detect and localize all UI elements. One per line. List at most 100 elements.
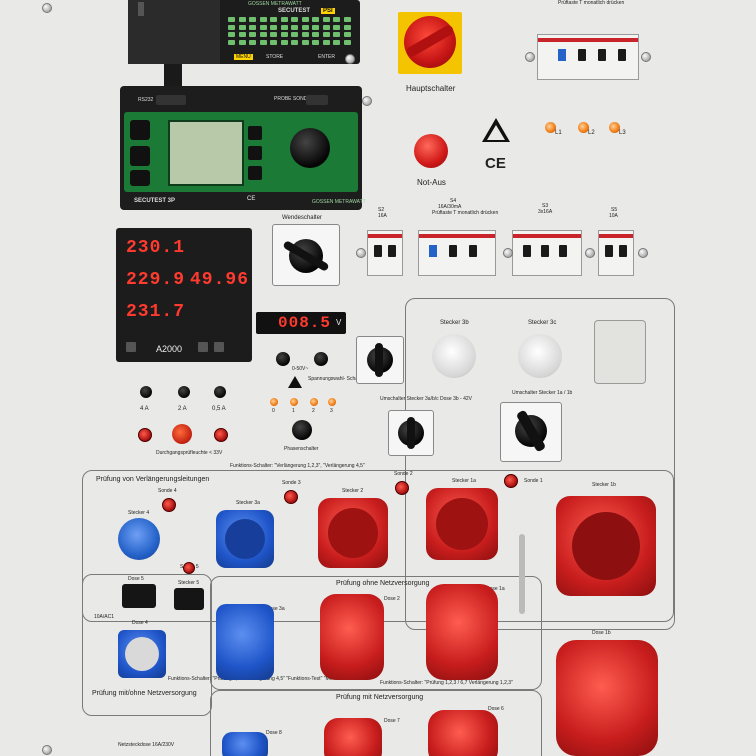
keypad-key[interactable] bbox=[333, 24, 340, 30]
keypad-key[interactable] bbox=[322, 39, 330, 45]
sonde1-jack[interactable] bbox=[504, 474, 518, 488]
keypad-key[interactable] bbox=[249, 17, 256, 22]
plug-selector-1[interactable] bbox=[500, 402, 562, 462]
keypad-key[interactable] bbox=[343, 32, 351, 37]
keypad-key[interactable] bbox=[343, 39, 351, 45]
keypad-key[interactable] bbox=[280, 32, 288, 37]
keypad-key[interactable] bbox=[291, 32, 298, 37]
keypad-key[interactable] bbox=[259, 17, 267, 22]
keypad-key[interactable] bbox=[312, 17, 319, 22]
stecker3a-plug[interactable] bbox=[216, 510, 274, 568]
keypad-key[interactable] bbox=[228, 17, 235, 22]
dose2-socket[interactable] bbox=[320, 594, 384, 680]
meter-button[interactable] bbox=[198, 342, 208, 352]
stecker3c-plug[interactable] bbox=[518, 334, 562, 378]
rs232-port[interactable] bbox=[156, 95, 186, 105]
meter-button[interactable] bbox=[126, 342, 136, 352]
keypad-key[interactable] bbox=[312, 24, 319, 30]
stecker5-plug[interactable] bbox=[174, 588, 204, 610]
stecker1a-plug[interactable] bbox=[426, 488, 498, 560]
dose3a-socket[interactable] bbox=[216, 604, 274, 680]
probe-port[interactable] bbox=[306, 95, 328, 105]
function-selector-knob[interactable] bbox=[290, 128, 330, 168]
keypad-key[interactable] bbox=[333, 32, 340, 37]
keypad-key[interactable] bbox=[343, 24, 351, 30]
stecker4-plug[interactable] bbox=[118, 518, 160, 560]
arrow-down-button[interactable] bbox=[248, 146, 262, 160]
stecker1b-plug[interactable] bbox=[556, 496, 656, 596]
output-jack[interactable] bbox=[276, 352, 290, 366]
keypad-key[interactable] bbox=[312, 32, 319, 37]
keypad-key[interactable] bbox=[333, 39, 340, 45]
enter-button[interactable]: ENTER bbox=[318, 54, 335, 60]
function-key[interactable] bbox=[130, 146, 150, 166]
stecker2-plug[interactable] bbox=[318, 498, 388, 568]
store-button[interactable]: STORE bbox=[266, 54, 284, 60]
breaker-s5[interactable] bbox=[598, 230, 634, 276]
keypad-key[interactable] bbox=[333, 17, 340, 22]
rcd-s4[interactable] bbox=[418, 230, 496, 276]
keypad-key[interactable] bbox=[291, 39, 298, 45]
keypad-key[interactable] bbox=[280, 17, 288, 22]
keypad-key[interactable] bbox=[270, 24, 277, 30]
test-jack[interactable] bbox=[214, 428, 228, 442]
fuse-holder-05a[interactable] bbox=[214, 386, 226, 398]
sonde4-jack[interactable] bbox=[162, 498, 176, 512]
keypad-key[interactable] bbox=[259, 24, 267, 30]
keypad-key[interactable] bbox=[228, 24, 235, 30]
plug-selector-3[interactable] bbox=[388, 410, 434, 456]
menu-button[interactable]: MENU bbox=[234, 54, 253, 60]
output-jack[interactable] bbox=[314, 352, 328, 366]
keypad-key[interactable] bbox=[322, 32, 330, 37]
fuse-holder-2a[interactable] bbox=[178, 386, 190, 398]
keypad-key[interactable] bbox=[238, 32, 246, 37]
reversing-switch[interactable] bbox=[272, 224, 340, 286]
keypad-key[interactable] bbox=[301, 39, 309, 45]
meter-button[interactable] bbox=[214, 342, 224, 352]
rcbo-top[interactable] bbox=[537, 34, 639, 80]
keypad-key[interactable] bbox=[301, 24, 309, 30]
function-key[interactable] bbox=[130, 170, 150, 186]
test-jack[interactable] bbox=[138, 428, 152, 442]
keypad-key[interactable] bbox=[301, 17, 309, 22]
fuse-holder-4a[interactable] bbox=[140, 386, 152, 398]
keypad-key[interactable] bbox=[228, 39, 235, 45]
sonde5-jack[interactable] bbox=[183, 562, 195, 574]
keypad-key[interactable] bbox=[238, 17, 246, 22]
keypad-key[interactable] bbox=[291, 24, 298, 30]
keypad-key[interactable] bbox=[249, 32, 256, 37]
dose7-socket[interactable] bbox=[324, 718, 382, 756]
keypad-key[interactable] bbox=[312, 39, 319, 45]
emergency-stop-button[interactable] bbox=[414, 134, 448, 168]
keypad-key[interactable] bbox=[301, 32, 309, 37]
dose1b-socket[interactable] bbox=[556, 640, 658, 756]
dose1a-socket[interactable] bbox=[426, 584, 498, 680]
voltage-selector-switch[interactable] bbox=[356, 336, 404, 384]
sonde3-jack[interactable] bbox=[284, 490, 298, 504]
dose4-socket[interactable] bbox=[118, 630, 166, 678]
dose6-socket[interactable] bbox=[428, 710, 498, 756]
keypad-key[interactable] bbox=[291, 17, 298, 22]
keypad-key[interactable] bbox=[270, 32, 277, 37]
keypad-key[interactable] bbox=[249, 39, 256, 45]
keypad-key[interactable] bbox=[259, 39, 267, 45]
stecker3b-plug[interactable] bbox=[432, 334, 476, 378]
keypad-key[interactable] bbox=[343, 17, 351, 22]
enter-key[interactable] bbox=[248, 166, 262, 180]
dose8-socket[interactable] bbox=[222, 732, 268, 756]
round-socket[interactable] bbox=[594, 320, 646, 384]
keypad-key[interactable] bbox=[270, 39, 277, 45]
keypad-key[interactable] bbox=[228, 32, 235, 37]
keypad-key[interactable] bbox=[322, 17, 330, 22]
keypad-key[interactable] bbox=[280, 39, 288, 45]
keypad-key[interactable] bbox=[238, 39, 246, 45]
phase-selector-knob[interactable] bbox=[292, 420, 312, 440]
keypad-key[interactable] bbox=[280, 24, 288, 30]
keypad-key[interactable] bbox=[249, 24, 256, 30]
keypad-key[interactable] bbox=[238, 24, 246, 30]
arrow-up-button[interactable] bbox=[248, 126, 262, 140]
dose5-socket[interactable] bbox=[122, 584, 156, 608]
sonde2-jack[interactable] bbox=[395, 481, 409, 495]
function-key[interactable] bbox=[130, 120, 150, 140]
breaker-s3[interactable] bbox=[512, 230, 582, 276]
